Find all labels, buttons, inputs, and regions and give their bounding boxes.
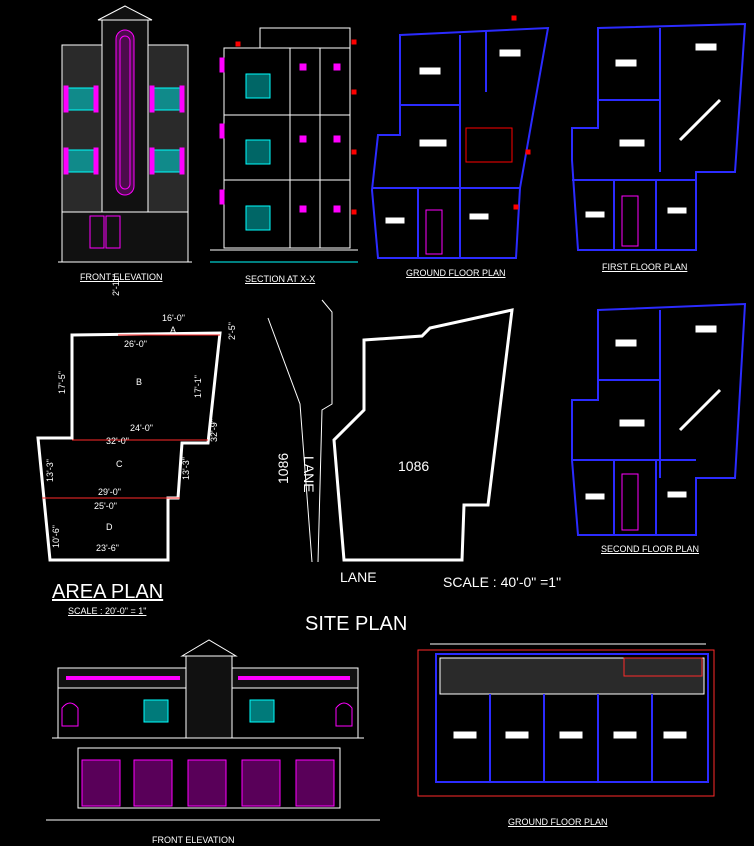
zone-c: C (116, 459, 123, 469)
area-plan-title: AREA PLAN (52, 581, 164, 603)
ground-floor-plan-bottom-label: GROUND FLOOR PLAN (508, 817, 608, 827)
dim-top-width: 16'-0" (162, 313, 185, 323)
dim-d-left-height: 10'-6" (51, 525, 61, 548)
site-plan-lane (267, 299, 333, 563)
dim-overall-right: 32'-9" (209, 419, 219, 442)
lane-horizontal-label: LANE (340, 569, 377, 585)
plot-number-right: 1086 (398, 458, 430, 474)
second-floor-plan-label: SECOND FLOOR PLAN (601, 544, 700, 554)
ground-floor-plan-top (370, 15, 550, 259)
first-floor-plan-label: FIRST FLOOR PLAN (602, 262, 688, 272)
ground-floor-plan-bottom (417, 643, 715, 797)
plot-number-left: 1086 (275, 452, 291, 484)
dim-c-top-width: 32'-0" (106, 436, 129, 446)
dim-b-bottom-width: 24'-0" (130, 423, 153, 433)
section-label: SECTION AT X-X (245, 274, 316, 284)
dim-b-right-height: 17'-1" (193, 375, 203, 398)
zone-a: A (170, 325, 177, 335)
dim-c-bottom-width: 29'-0" (98, 487, 121, 497)
site-plan-plot (332, 308, 514, 562)
area-plan-dividers (42, 334, 220, 499)
dim-b-left-height: 17'-5" (57, 371, 67, 394)
dim-top-right-vertical: 2'-5" (227, 322, 237, 340)
zone-d: D (106, 522, 113, 532)
zone-b: B (136, 377, 143, 387)
dim-c-left-height: 13'-3" (45, 459, 55, 482)
site-scale-label: SCALE : 40'-0" =1" (443, 574, 562, 590)
second-floor-plan (571, 302, 747, 536)
site-plan-title: SITE PLAN (305, 613, 408, 635)
area-plan-scale: SCALE : 20'-0" = 1" (68, 606, 147, 616)
front-elevation-tower (58, 5, 192, 263)
dim-d-top-width: 25'-0" (94, 501, 117, 511)
dim-c-right-height: 13'-3" (181, 457, 191, 480)
front-elevation-shops (46, 639, 380, 821)
ground-floor-plan-top-label: GROUND FLOOR PLAN (406, 268, 506, 278)
front-elevation-top-label: FRONT ELEVATION (80, 272, 163, 282)
first-floor-plan (571, 22, 747, 251)
dim-d-bottom-width: 23'-6" (96, 543, 119, 553)
area-plan-outline (36, 331, 222, 562)
dim-b-top-width: 26'-0" (124, 339, 147, 349)
section-drawing (210, 27, 358, 263)
lane-vertical-label: LANE (301, 456, 317, 493)
front-elevation-bottom-label: FRONT ELEVATION (152, 835, 235, 845)
dim-top-left-vertical: 2'-11" (111, 273, 121, 296)
